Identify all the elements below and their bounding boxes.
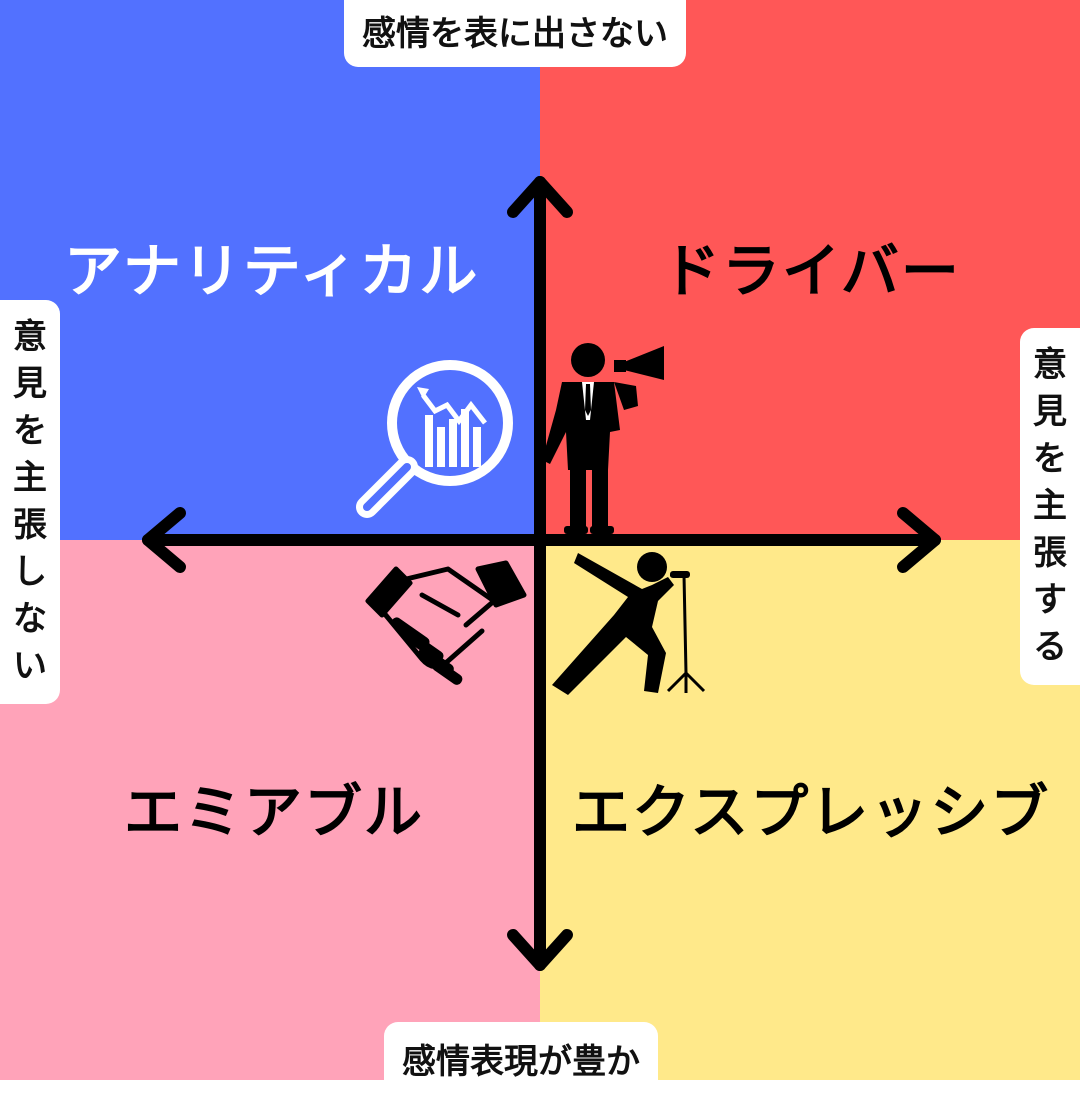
label-analytical: アナリティカル bbox=[64, 237, 480, 305]
arrow-right bbox=[897, 507, 941, 573]
axis-label-char: 意 bbox=[1033, 345, 1067, 385]
label-driver: ドライバー bbox=[662, 237, 961, 305]
axes bbox=[142, 176, 941, 971]
magnifier-chart-icon bbox=[356, 360, 513, 518]
axis-label-char: 主 bbox=[1033, 486, 1067, 526]
axis-label-bottom: 感情表現が豊か bbox=[384, 1022, 658, 1103]
label-amiable: エミアブル bbox=[124, 778, 425, 846]
axis-label-char: 意 bbox=[13, 317, 47, 357]
axis-label-char: 主 bbox=[13, 458, 47, 498]
axis-label-char: 張 bbox=[1033, 533, 1067, 573]
axis-label-char: る bbox=[1033, 627, 1067, 667]
axis-label-right: 意見を主張する bbox=[1020, 328, 1080, 685]
megaphone-businessman-icon bbox=[542, 343, 664, 534]
axis-label-char: す bbox=[1033, 580, 1067, 620]
quadrant-amiable bbox=[0, 540, 540, 1080]
quadrant-driver bbox=[540, 0, 1080, 540]
arrow-up bbox=[507, 176, 573, 218]
axis-label-char: を bbox=[1033, 439, 1067, 479]
axis-label-char: 張 bbox=[13, 505, 47, 545]
arrow-left bbox=[142, 507, 186, 573]
singer-microphone-icon bbox=[552, 552, 706, 695]
axis-label-char: し bbox=[13, 552, 47, 592]
axis-label-left: 意見を主張しない bbox=[0, 300, 60, 704]
label-expressive: エクスプレッシブ bbox=[572, 778, 1051, 846]
axis-label-char: い bbox=[13, 646, 47, 686]
axis-label-char: を bbox=[13, 411, 47, 451]
axis-label-char: な bbox=[13, 599, 47, 639]
axis-label-char: 見 bbox=[1033, 392, 1067, 432]
axis-label-top: 感情を表に出さない bbox=[344, 0, 686, 67]
handshake-icon bbox=[365, 560, 527, 685]
axis-label-char: 見 bbox=[13, 364, 47, 404]
arrow-down bbox=[507, 929, 573, 971]
